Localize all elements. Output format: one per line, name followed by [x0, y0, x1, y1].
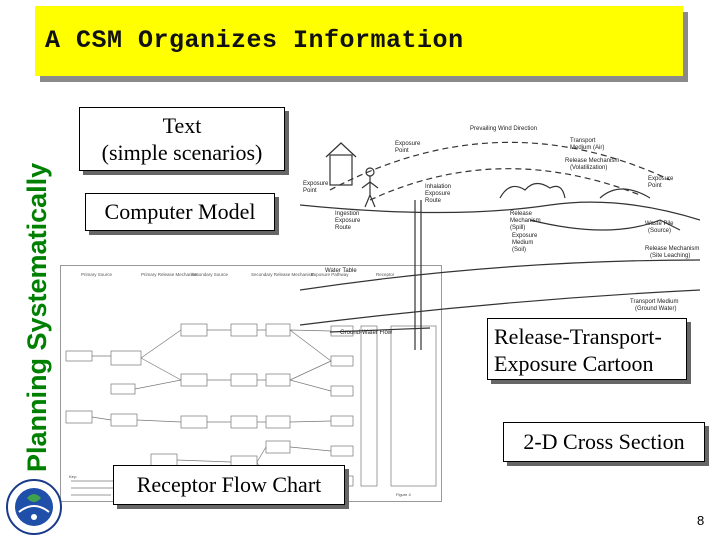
cartoon-label-exposure-point-top-2: Point	[395, 148, 409, 154]
receptor-flow-chart-diagram: Primary Source Primary Release Mechanism…	[60, 265, 442, 502]
cartoon-label-exposure-point-right-2: Point	[648, 183, 662, 189]
callout-receptor-flow: Receptor Flow Chart	[113, 465, 345, 505]
cartoon-label-ingestion-3: Route	[335, 225, 352, 231]
callout-computer-model-label: Computer Model	[104, 199, 256, 224]
cartoon-label-inhalation-2: Exposure	[425, 191, 451, 197]
cartoon-label-transport-groundwater: Transport Medium	[630, 299, 678, 305]
flow-header-1: Primary Release Mechanism	[141, 272, 199, 277]
cartoon-label-exposure-soil: Exposure	[512, 233, 538, 239]
cartoon-label-release-spill: Release	[510, 211, 533, 217]
cartoon-label-inhalation: Inhalation	[425, 184, 451, 190]
cartoon-label-release-volatilization-2: (Volatilization)	[570, 165, 607, 171]
flow-header-4: Exposure Pathway	[311, 272, 349, 277]
flow-chart-drawing: Primary Source Primary Release Mechanism…	[65, 272, 437, 497]
callout-computer-model: Computer Model	[85, 193, 275, 231]
flow-footer-key: Key:	[69, 474, 77, 479]
flow-header-2: Secondary Source	[191, 272, 229, 277]
cartoon-label-water-table: Water Table	[325, 268, 357, 274]
cartoon-label-release-spill-2: Mechanism	[510, 218, 541, 224]
cartoon-label-release-spill-3: (Spill)	[510, 225, 525, 231]
cartoon-label-release-leaching: Release Mechanism	[645, 246, 699, 252]
callout-release-transport-line-1: Release-Transport-	[494, 324, 662, 349]
callout-cross-section-label: 2-D Cross Section	[523, 429, 685, 454]
cartoon-label-ingestion: Ingestion	[335, 211, 359, 217]
callout-cross-section: 2-D Cross Section	[503, 422, 705, 462]
cartoon-label-waste-pile-2: (Source)	[648, 228, 671, 234]
cartoon-label-exposure-soil-2: Medium	[512, 240, 533, 246]
title-bar: A CSM Organizes Information	[35, 6, 683, 76]
cartoon-label-exposure-point-left: Exposure	[303, 181, 329, 187]
cartoon-label-transport-air-2: Medium (Air)	[570, 145, 604, 151]
cartoon-label-ingestion-2: Exposure	[335, 218, 361, 224]
callout-release-transport-line-2: Exposure Cartoon	[494, 351, 654, 376]
epa-seal-icon	[5, 478, 63, 541]
exposure-cartoon-illustration: Prevailing Wind Direction Transport Medi…	[299, 110, 701, 360]
cartoon-drawing: Prevailing Wind Direction Transport Medi…	[299, 126, 701, 350]
cartoon-label-transport-air: Transport	[570, 138, 596, 144]
flow-header-3: Secondary Release Mechanism	[251, 272, 315, 277]
callout-receptor-flow-label: Receptor Flow Chart	[136, 472, 322, 497]
cartoon-label-waste-pile: Waste Pile	[645, 221, 674, 227]
cartoon-label-release-leaching-2: (Site Leaching)	[650, 253, 690, 259]
slide-title: A CSM Organizes Information	[45, 26, 464, 55]
cartoon-label-exposure-soil-3: (Soil)	[512, 247, 526, 253]
page-number: 8	[697, 513, 705, 528]
callout-text-line-2: (simple scenarios)	[101, 140, 263, 165]
callout-release-transport: Release-Transport- Exposure Cartoon	[487, 318, 687, 380]
cartoon-label-release-volatilization: Release Mechanism	[565, 158, 619, 164]
flow-footer-figure: Figure 4	[396, 492, 411, 497]
cartoon-label-groundwater-flow: Ground-Water Flow	[340, 330, 393, 336]
cartoon-label-exposure-point-top: Exposure	[395, 141, 421, 147]
callout-text: Text (simple scenarios)	[79, 107, 285, 171]
cartoon-label-transport-groundwater-2: (Ground Water)	[635, 306, 676, 312]
side-label: Planning Systematically	[22, 162, 52, 472]
cartoon-label-exposure-point-left-2: Point	[303, 188, 317, 194]
cartoon-label-inhalation-3: Route	[425, 198, 442, 204]
flow-header-5: Receptor	[376, 272, 395, 277]
cartoon-label-exposure-point-right: Exposure	[648, 176, 674, 182]
cartoon-label-wind: Prevailing Wind Direction	[470, 126, 537, 132]
callout-text-line-1: Text	[162, 113, 202, 138]
flow-header-0: Primary Source	[81, 272, 113, 277]
